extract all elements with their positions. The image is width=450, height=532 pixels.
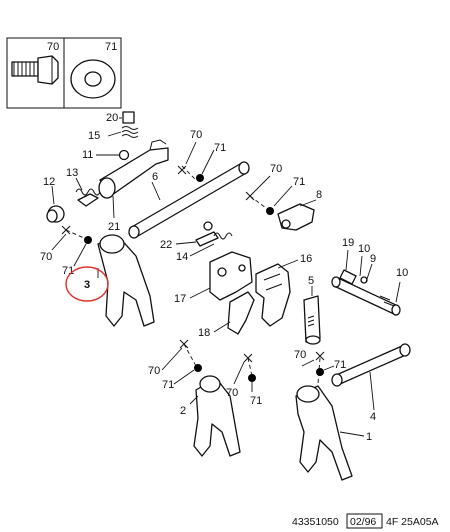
shift-housing-group: 17 18 16 [174, 251, 312, 339]
callout-11: 11 [82, 149, 93, 161]
callout-21: 21 [108, 221, 120, 233]
callout-22: 22 [160, 239, 172, 251]
callout-70-a: 70 [190, 129, 202, 141]
spring-13-icon [75, 188, 101, 196]
inset-washer-label: 71 [105, 41, 117, 53]
callout-71-d: 71 [162, 379, 174, 391]
housing-17-icon [209, 251, 253, 301]
inset-bolt-label: 70 [47, 41, 59, 53]
shift-rod-6: 6 [128, 161, 250, 239]
spring-14-icon [213, 232, 233, 240]
fastener-upper: 70 71 [177, 129, 226, 182]
callout-8: 8 [316, 189, 322, 201]
callout-15: 15 [88, 130, 100, 142]
callout-3: 3 [84, 279, 90, 291]
callout-71-a: 71 [214, 142, 226, 154]
callout-4: 4 [370, 411, 376, 423]
callout-70-b: 70 [270, 163, 282, 175]
fastener-inset: 70 71 [6, 37, 122, 109]
footer-code: 4F 25A05A [386, 516, 439, 528]
callout-5: 5 [308, 275, 314, 287]
footer-date-box [346, 513, 383, 529]
callout-20: 20 [106, 112, 118, 124]
callout-14: 14 [176, 251, 188, 263]
rod-5: 5 [303, 275, 321, 345]
callout-71-c: 71 [62, 265, 74, 277]
footer-date: 02/96 [350, 516, 376, 528]
callout-19: 19 [342, 237, 354, 249]
callout-6: 6 [152, 171, 158, 183]
callout-1: 1 [366, 431, 372, 443]
highlight-circle [65, 266, 109, 302]
callout-71-b: 71 [293, 176, 305, 188]
plate-16-icon [255, 263, 291, 327]
detent-22-14: 22 14 [160, 221, 233, 263]
selector-8-group: 8 70 71 [245, 163, 322, 231]
highlight-callout-3: 3 [65, 266, 109, 302]
shift-fork-3: 70 71 [40, 225, 155, 327]
callout-71-e: 71 [250, 395, 262, 407]
callout-18: 18 [198, 327, 210, 339]
rod-9-group: 19 10 9 10 [331, 237, 408, 316]
callout-2: 2 [180, 405, 186, 417]
rod-4: 4 [331, 343, 411, 423]
callout-70-d: 70 [148, 365, 160, 377]
callout-71-f: 71 [334, 359, 346, 371]
washer-icon [70, 59, 116, 99]
interlock-assembly: 21 13 12 [43, 139, 169, 233]
fastener-mid-right: 70 71 [226, 353, 262, 407]
shift-fork-2: 70 71 2 [148, 339, 241, 457]
ball-11-icon [118, 149, 130, 161]
footer-ref-number: 43351050 [292, 516, 339, 528]
callout-9: 9 [370, 253, 376, 265]
callout-10-a: 10 [358, 243, 370, 255]
callout-17: 17 [174, 293, 186, 305]
callout-16: 16 [300, 253, 312, 265]
bracket-18-icon [227, 291, 255, 335]
spring-15-icon [121, 126, 139, 138]
callout-70-e: 70 [226, 387, 238, 399]
callout-12: 12 [43, 176, 55, 188]
plug-20-icon [122, 111, 135, 124]
footer-ref: 43351050 02/96 4F 25A05A [292, 513, 439, 529]
screw-22-icon [195, 231, 219, 247]
shift-fork-1: 70 71 1 [294, 349, 372, 481]
callout-10-b: 10 [396, 267, 408, 279]
callout-70-f: 70 [294, 349, 306, 361]
callout-70-c: 70 [40, 251, 52, 263]
callout-13: 13 [66, 167, 78, 179]
plug-spring-ball-group: 20 15 11 [82, 111, 139, 161]
bolt-icon [11, 55, 59, 85]
